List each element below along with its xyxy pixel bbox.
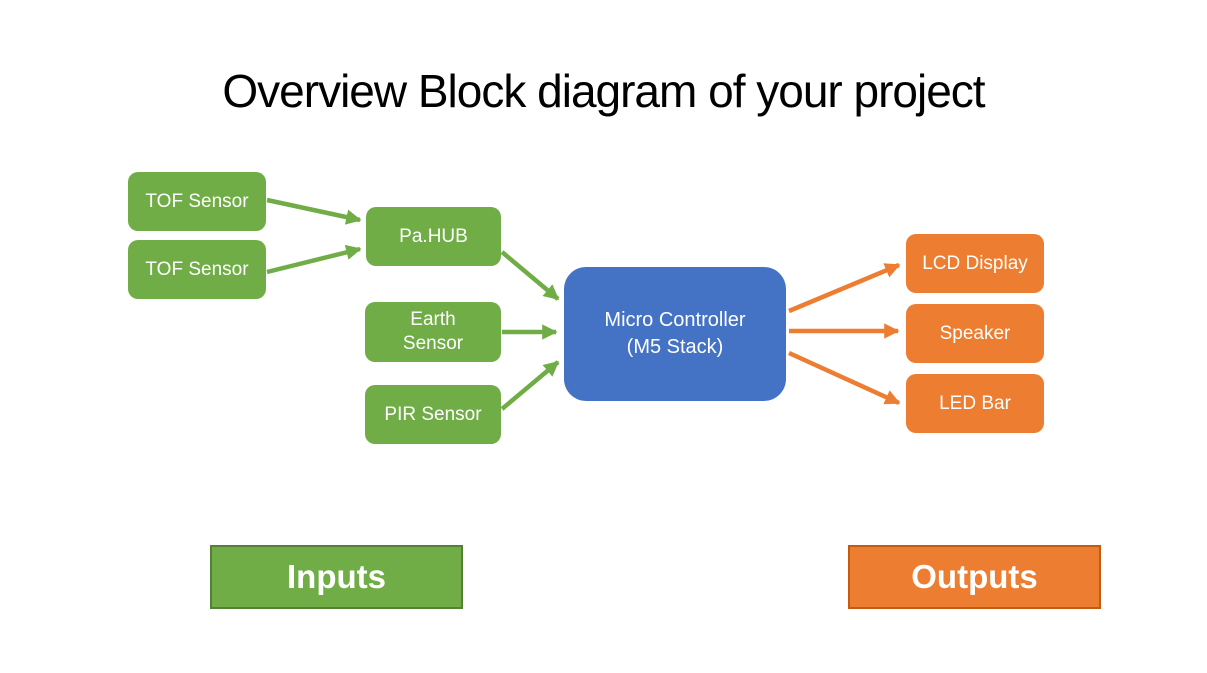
arrow-tof2-to-pahub: [266, 244, 362, 275]
arrow-controller-to-ledbar: [788, 350, 901, 406]
node-led-bar-label: LED Bar: [939, 392, 1011, 414]
node-micro-controller-label: Micro Controller (M5 Stack): [604, 307, 745, 361]
node-speaker: Speaker: [906, 304, 1044, 363]
node-micro-controller-label-line2: (M5 Stack): [626, 336, 724, 358]
legend-inputs: Inputs: [210, 545, 463, 609]
page-title: Overview Block diagram of your project: [222, 65, 985, 117]
node-pir-sensor-label: PIR Sensor: [384, 403, 482, 425]
node-tof-sensor-2: TOF Sensor: [128, 240, 266, 299]
node-tof-sensor-1: TOF Sensor: [128, 172, 266, 231]
node-pir-sensor: PIR Sensor: [365, 385, 501, 444]
legend-outputs: Outputs: [848, 545, 1101, 609]
node-pa-hub: Pa.HUB: [366, 207, 501, 266]
node-lcd-display: LCD Display: [906, 234, 1044, 293]
arrow-pahub-to-controller: [500, 250, 560, 301]
arrow-pir-to-controller: [500, 360, 560, 411]
node-micro-controller: Micro Controller (M5 Stack): [564, 267, 786, 401]
node-lcd-display-label: LCD Display: [922, 252, 1028, 274]
legend-inputs-label: Inputs: [287, 558, 386, 595]
arrow-tof1-to-pahub: [266, 197, 362, 225]
node-pa-hub-label: Pa.HUB: [399, 225, 468, 247]
node-micro-controller-label-line1: Micro Controller: [604, 309, 746, 331]
node-speaker-label: Speaker: [939, 322, 1011, 344]
node-tof-sensor-2-label: TOF Sensor: [145, 258, 249, 280]
node-earth-sensor: Earth Sensor: [365, 302, 501, 362]
node-tof-sensor-1-label: TOF Sensor: [145, 190, 249, 212]
legend-outputs-label: Outputs: [911, 558, 1038, 595]
node-earth-sensor-label: Earth Sensor: [402, 309, 464, 354]
node-led-bar: LED Bar: [906, 374, 1044, 433]
arrow-controller-to-lcd: [788, 262, 901, 314]
